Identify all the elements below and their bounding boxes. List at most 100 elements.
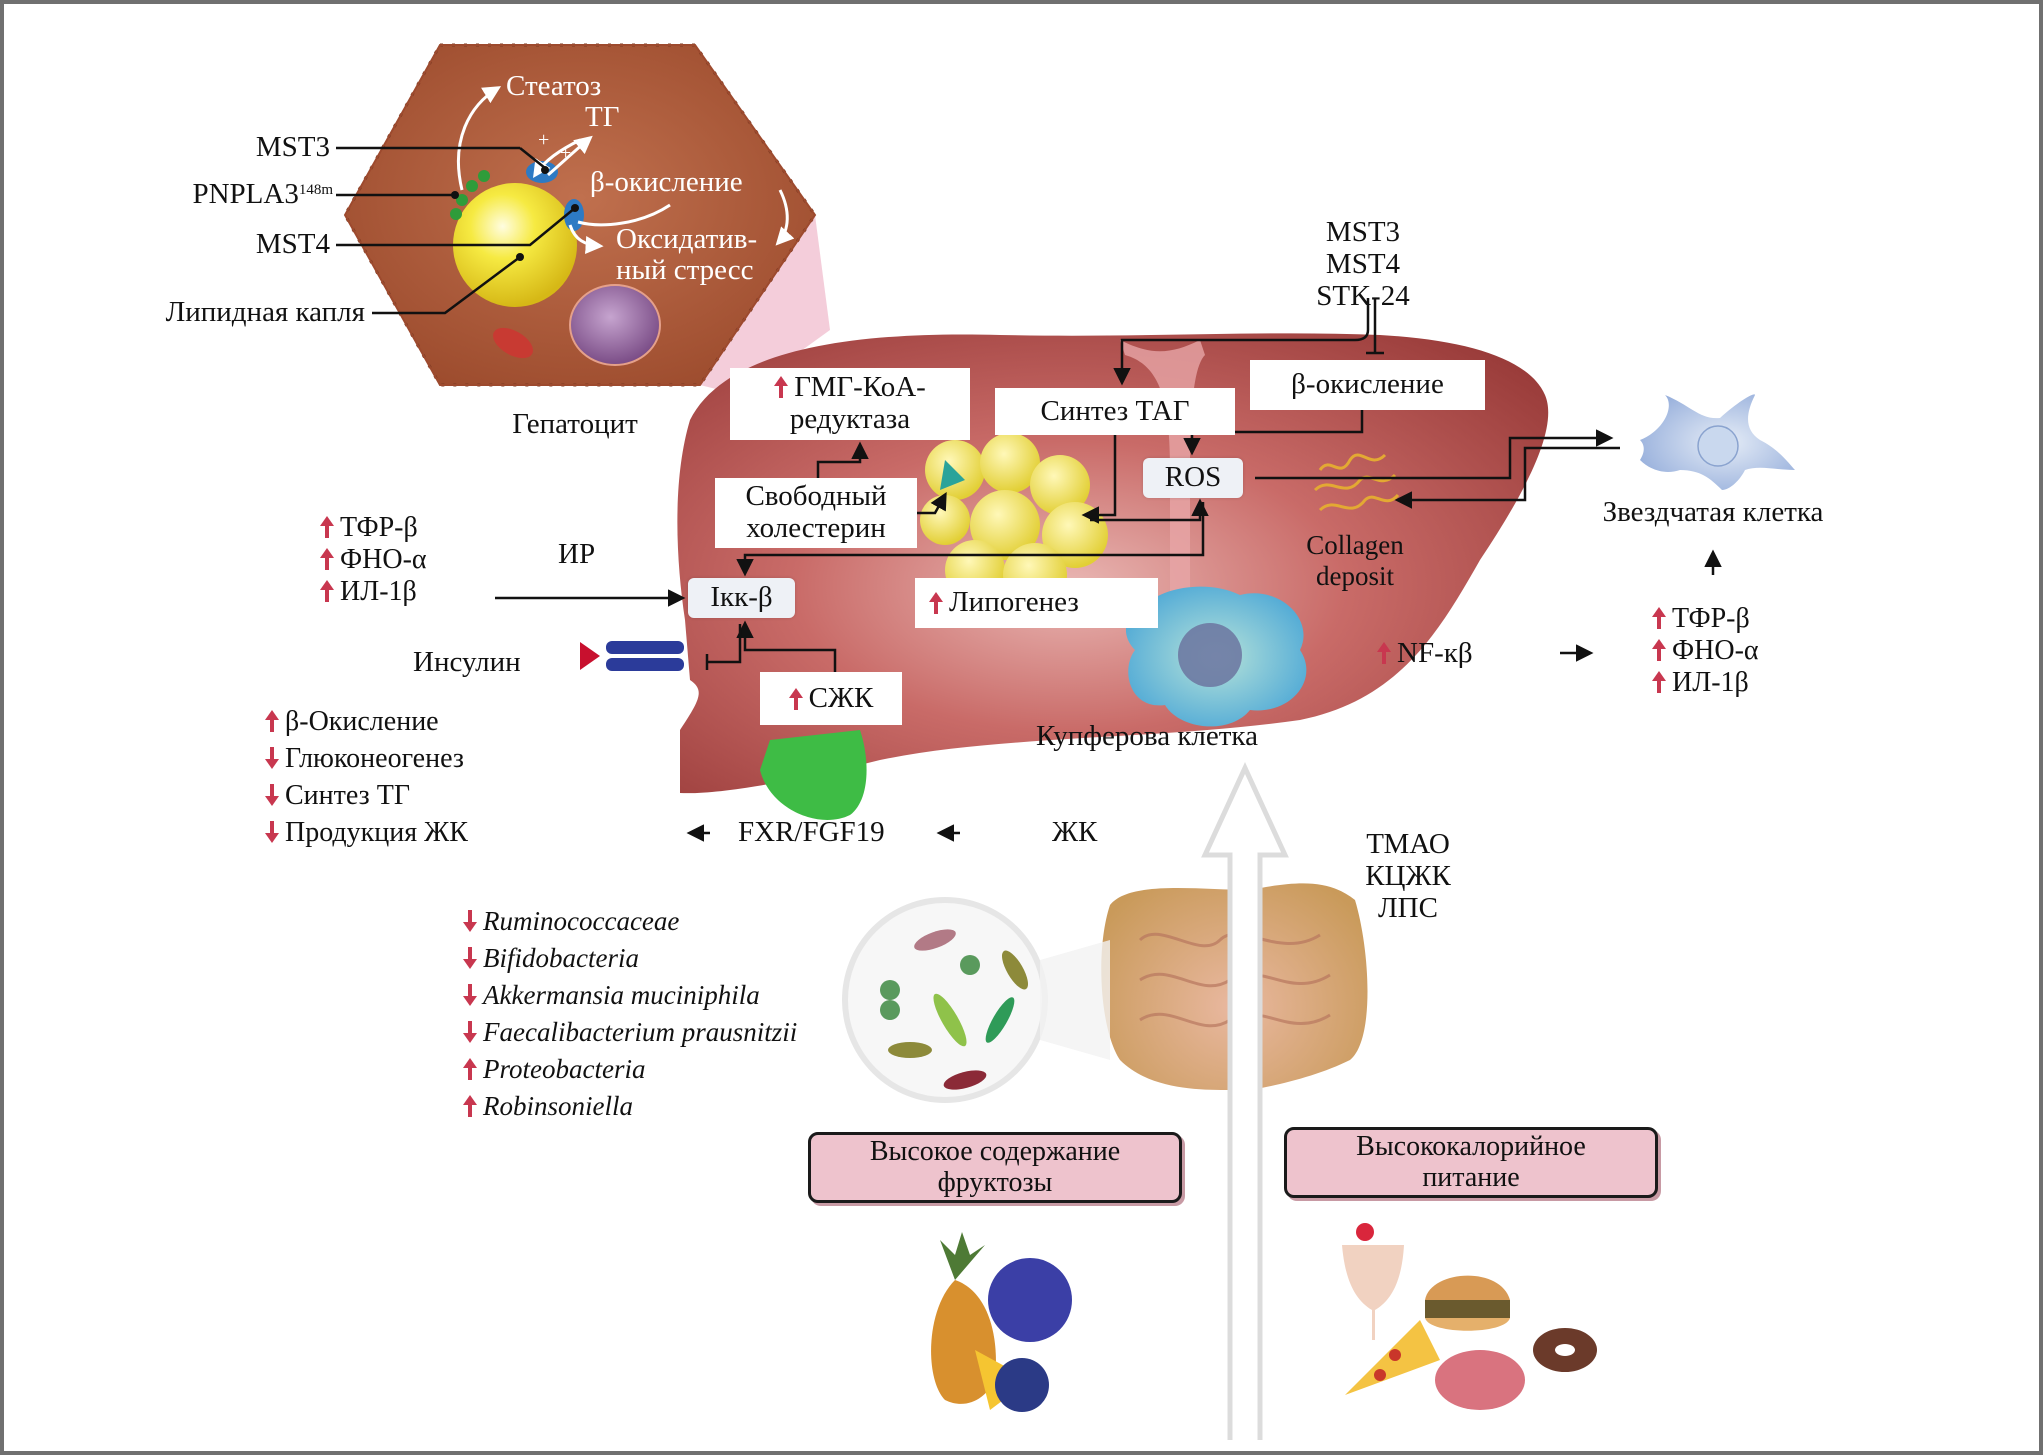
high-calorie-line-1: Высококалорийное (1356, 1130, 1586, 1162)
hmg-coa-text-1: ГМГ-КоА- (794, 371, 926, 404)
collagen-line-2: deposit (1315, 561, 1394, 591)
stellate-cell-illustration (1640, 394, 1795, 490)
hepatocyte-title: Гепатоцит (512, 408, 638, 440)
hmg-coa-line-1: ГМГ-КоА- (774, 371, 926, 404)
label-beta-oxidation-cell: β-окисление (590, 166, 743, 198)
box-ikk-beta: Iкк-β (688, 578, 795, 618)
fxr-effect-label: Продукция ЖК (285, 817, 468, 848)
nf-kb-text: NF-кβ (1397, 637, 1473, 669)
junk-food-illustration (1342, 1223, 1597, 1410)
callout-lipid-droplet: Липидная капля (165, 296, 365, 328)
callout-mst3: MST3 (255, 131, 330, 163)
down-arrow-icon (463, 947, 477, 969)
fxr-effect-item: Глюконеогенез (265, 740, 468, 777)
down-arrow-icon (463, 910, 477, 932)
microbiota-item: Bifidobacteria (463, 940, 797, 977)
high-calorie-line-2: питание (1422, 1161, 1520, 1193)
cytokines-right-list: ТФР-β ФНО-α ИЛ-1β (1652, 603, 1759, 699)
box-free-cholesterol: Свободный холестерин (715, 478, 917, 548)
up-arrow-icon (1652, 639, 1666, 661)
cytokine-label: ТФР-β (340, 512, 418, 543)
cytokine-item: ФНО-α (320, 544, 427, 576)
microbiota-circle (842, 897, 1110, 1103)
box-tag-synthesis: Синтез ТАГ (995, 388, 1235, 435)
metabolite-scfa: КЦЖК (1365, 860, 1451, 892)
collagen-line-1: Collagen (1306, 530, 1404, 560)
label-oxidative-stress-2: ный стресс (616, 254, 754, 286)
down-arrow-icon (265, 784, 279, 806)
up-arrow-icon (463, 1095, 477, 1117)
hmg-coa-line-2: редуктаза (789, 403, 911, 435)
up-arrow-icon (463, 1058, 477, 1080)
cytokines-left-list: ТФР-β ФНО-α ИЛ-1β (320, 512, 427, 608)
up-arrow-icon (929, 592, 943, 614)
fxr-effect-label: Глюконеогенез (285, 743, 464, 774)
microbiota-item: Faecalibacterium prausnitzii (463, 1014, 797, 1051)
up-arrow-icon (1652, 671, 1666, 693)
callout-pnpla3-sup: 148m (298, 182, 333, 198)
connector-arrows (495, 298, 1722, 842)
fructose-line-1: Высокое содержание (869, 1135, 1121, 1167)
microbiota-label: Faecalibacterium prausnitzii (483, 1017, 798, 1047)
up-arrow-icon (788, 687, 803, 710)
fxr-effect-item: β-Окисление (265, 703, 468, 740)
kinase-list: MST3 MST4 STK-24 (1316, 216, 1409, 312)
box-beta-oxidation: β-окисление (1250, 360, 1485, 410)
up-arrow-icon (1652, 607, 1666, 629)
label-plus-2: + (560, 142, 572, 164)
insulin-label: Инсулин (413, 646, 521, 678)
bile-acids-label: ЖК (1052, 816, 1098, 848)
microbiota-label: Robinsoniella (483, 1091, 633, 1121)
microbiota-item: Proteobacteria (463, 1051, 797, 1088)
hepatocyte-illustration (336, 43, 817, 387)
free-cholesterol-line-1: Свободный (745, 480, 887, 513)
collagen-fibers (1313, 453, 1400, 512)
up-arrow-icon (774, 376, 789, 399)
stellate-cell-label: Звездчатая клетка (1602, 496, 1824, 528)
cytokine-label: ФНО-α (1672, 635, 1759, 666)
cytokine-label: ИЛ-1β (340, 576, 417, 607)
kupffer-cell-illustration (1125, 586, 1307, 727)
cytokine-label: ТФР-β (1672, 603, 1750, 634)
fruits-illustration (931, 1232, 1072, 1412)
cytokine-item: ИЛ-1β (320, 576, 427, 608)
cytokine-label: ИЛ-1β (1672, 667, 1749, 698)
kinase-mst3: MST3 (1325, 216, 1401, 248)
callout-mst4: MST4 (255, 228, 330, 260)
cytokine-label: ФНО-α (340, 544, 427, 575)
kinase-mst4: MST4 (1325, 248, 1401, 280)
fxr-effects-list: β-Окисление Глюконеогенез Синтез ТГ Прод… (265, 703, 468, 851)
metabolite-tmao: ТМАО (1366, 828, 1450, 860)
gut-liver-arrow (1201, 762, 1289, 1440)
down-arrow-icon (463, 984, 477, 1006)
up-arrow-icon (265, 710, 279, 732)
cytokine-item: ТФР-β (320, 512, 427, 544)
down-arrow-icon (265, 747, 279, 769)
box-lipogenesis: Липогенез (915, 578, 1158, 628)
ffa-text: СЖК (808, 681, 874, 714)
microbiota-list: Ruminococcaceae Bifidobacteria Akkermans… (463, 903, 797, 1125)
fxr-effect-item: Продукция ЖК (265, 814, 468, 851)
diet-box-high-calorie: Высококалорийное питание (1284, 1127, 1658, 1198)
cytokine-item: ИЛ-1β (1652, 667, 1759, 699)
microbiota-label: Bifidobacteria (483, 943, 639, 973)
label-steatosis: Стеатоз (506, 70, 602, 102)
fructose-line-2: фруктозы (937, 1166, 1053, 1198)
microbiota-item: Robinsoniella (463, 1088, 797, 1125)
nf-kb-label: NF-кβ (1377, 639, 1473, 668)
fxr-fgf19-label: FXR/FGF19 (738, 816, 885, 848)
fxr-effect-label: Синтез ТГ (285, 780, 411, 811)
fxr-effect-label: β-Окисление (285, 706, 439, 737)
label-tg: ТГ (585, 101, 620, 133)
cytokine-item: ТФР-β (1652, 603, 1759, 635)
callout-pnpla3: PNPLA3148m (192, 180, 333, 209)
microbiota-label: Proteobacteria (483, 1054, 646, 1084)
kupffer-cell-label: Купферова клетка (1036, 720, 1258, 752)
box-ros: ROS (1143, 458, 1243, 498)
kinase-stk24: STK-24 (1316, 280, 1410, 312)
box-hmg-coa-reductase: ГМГ-КоА- редуктаза (730, 368, 970, 440)
callout-pnpla3-label: PNPLA3 (192, 178, 299, 210)
collagen-deposit-label: Collagen deposit (1306, 530, 1403, 592)
insulin-receptor (580, 641, 684, 671)
